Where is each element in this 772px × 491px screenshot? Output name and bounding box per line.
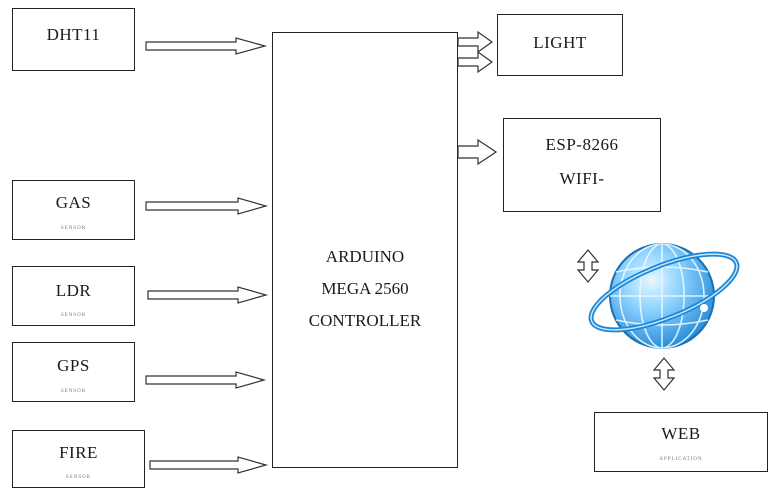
arrow-to-light-1: [458, 32, 492, 52]
arrow-gas: [146, 198, 266, 214]
internet-globe-icon: [582, 239, 746, 348]
arrow-gps: [146, 372, 264, 388]
double-arrow-wifi-globe: [578, 250, 598, 282]
arrow-to-wifi: [458, 140, 496, 164]
arrow-ldr: [148, 287, 266, 303]
arrow-dht11: [146, 38, 265, 54]
arrow-fire: [150, 457, 266, 473]
double-arrow-globe-web: [654, 358, 674, 390]
arrow-to-light-2: [458, 52, 492, 72]
